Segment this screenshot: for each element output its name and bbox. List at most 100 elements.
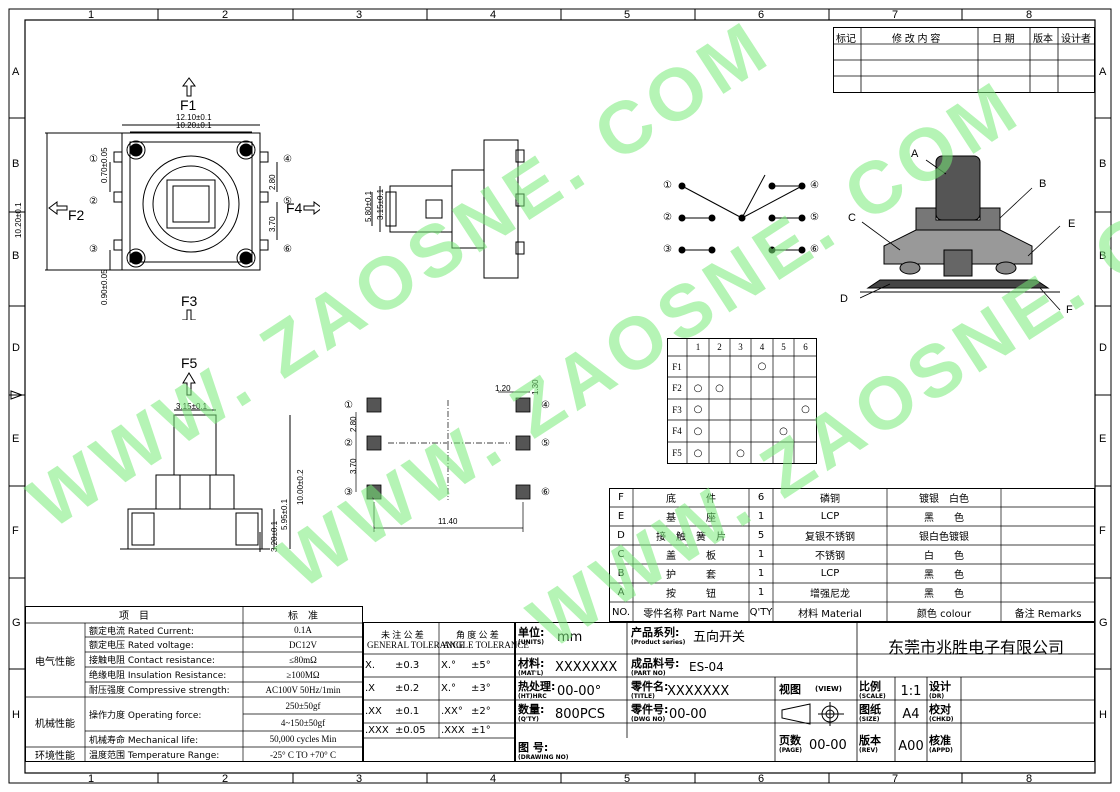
bom-cell-name: 接 触 簧 片 (656, 532, 726, 543)
bom-cell-name: 基 座 (666, 513, 716, 524)
matrix-contact-mark: ○ (693, 382, 703, 394)
title-label-en: (TITLE) (631, 693, 655, 700)
col-label: 2 (222, 773, 229, 785)
tolerance-table-grid (363, 622, 515, 762)
bom-cell-material: LCP (820, 511, 840, 522)
pin-label: ⑥ (283, 244, 292, 255)
bom-cell-material: LCP (820, 568, 840, 579)
pin-label: ③ (344, 487, 353, 498)
col-label: 8 (1026, 773, 1033, 785)
specs-item: 接触电阻 Contact resistance: (89, 656, 215, 666)
matrix-contact-mark: ○ (693, 447, 703, 459)
bom-header-no: NO. (611, 606, 631, 618)
dimension-label: 11.40 (438, 517, 458, 526)
tolerance-general-value: ±0.3 (395, 660, 420, 671)
specs-standard: 0.1A (294, 625, 312, 635)
bom-header-color: 颜色 colour (916, 608, 972, 620)
specs-standard: DC12V (288, 639, 317, 650)
row-label: G (1099, 617, 1108, 629)
pin-label: ② (344, 438, 353, 449)
revision-header: 版本 (1033, 34, 1053, 45)
size-value: A4 (902, 706, 920, 722)
title-label-en: (CHKD) (929, 716, 954, 723)
pcb-footprint-drawing (355, 391, 531, 532)
projection-symbol-icon (781, 702, 844, 726)
pin-label: ③ (89, 244, 98, 255)
pin-label: ⑤ (810, 212, 819, 223)
bom-cell-qty: 1 (757, 511, 765, 522)
dimension-label: 5.95±0.1 (280, 498, 289, 530)
specs-header-standard: 标 准 (288, 611, 318, 622)
drawing-number-value: 00-00 (669, 706, 707, 722)
title-label-en: (Product series) (631, 639, 686, 646)
row-label: D (1099, 342, 1107, 354)
dimension-label: 2.80 (268, 174, 277, 190)
tolerance-general-key: X. (365, 660, 376, 671)
dimension-label: 10.00±0.2 (296, 469, 305, 505)
col-label: 8 (1026, 9, 1033, 21)
page-value: 00-00 (809, 737, 847, 753)
title-label: 成品料号: (631, 657, 680, 670)
pin-label: ③ (663, 244, 672, 255)
title-label-en: (SCALE) (859, 693, 886, 700)
tolerance-angle-value: ±1° (471, 725, 491, 736)
matrix-col-header: 3 (738, 342, 743, 352)
bom-cell-no: C (617, 549, 625, 560)
scale-value: 1:1 (900, 683, 922, 699)
bom-cell-color: 黑 色 (924, 513, 964, 524)
bom-header-remark: 备注 Remarks (1014, 608, 1082, 620)
bom-cell-remark (1001, 488, 1095, 507)
matrix-row-label: F3 (672, 404, 682, 415)
tolerance-angle-key: .XXX (441, 725, 465, 736)
bom-cell-color: 黑 色 (924, 589, 964, 600)
tolerance-title: GENERAL TOLERANCE (367, 640, 465, 650)
bom-cell-qty: 6 (757, 492, 765, 503)
matrix-contact-mark: ○ (693, 404, 703, 415)
series-value: 五向开关 (693, 629, 746, 645)
col-label: 6 (758, 773, 765, 785)
bom-cell-name: 护 套 (666, 570, 716, 581)
part-callout: B (1039, 178, 1047, 190)
dimension-label: 1.30 (531, 379, 540, 395)
matrix-contact-mark: ○ (693, 425, 703, 437)
row-label: E (12, 433, 20, 445)
force-label-f2: F2 (68, 207, 85, 223)
view-label: 视图 (779, 683, 801, 696)
company-name: 东莞市兆胜电子有限公司 (887, 638, 1064, 657)
matrix-contact-mark: ○ (715, 382, 724, 394)
specs-standard: 250±50gf (285, 700, 321, 711)
pin-label: ① (89, 154, 98, 165)
col-label: 2 (222, 9, 229, 21)
dimension-label: 1.20 (495, 384, 511, 393)
title-label: 校对 (929, 703, 951, 716)
tolerance-general-value: ±0.2 (395, 683, 420, 694)
specs-group-label: 机械性能 (35, 718, 75, 730)
specs-item: 额定电流 Rated Current: (89, 626, 194, 637)
revision-header: 日 期 (992, 34, 1015, 45)
bom-cell-material: 增强尼龙 (810, 589, 850, 600)
matrix-contact-mark: ○ (757, 361, 767, 372)
revision-table-grid (833, 27, 1095, 93)
col-label: 1 (88, 9, 95, 21)
specs-item: 额定电压 Rated voltage: (89, 641, 194, 651)
dimension-label: 0.70±0.05 (100, 147, 109, 183)
row-label: E (1099, 433, 1107, 445)
specs-standard: ≤80mΩ (289, 654, 317, 665)
part-callout: D (840, 293, 848, 305)
bom-cell-no: F (618, 492, 624, 503)
dimension-label: 3.70 (349, 458, 358, 474)
dimension-label: 12.10±0.1 (176, 113, 212, 122)
force-label-f5: F5 (181, 355, 198, 371)
row-label: F (1099, 525, 1106, 537)
bom-cell-no: E (617, 511, 625, 522)
bom-cell-qty: 1 (757, 549, 765, 560)
row-label: A (12, 66, 20, 78)
dimension-label: 10.20±0.1 (14, 202, 23, 238)
row-label: H (1099, 709, 1107, 721)
matrix-contact-mark: ○ (779, 425, 788, 437)
title-label: 产品系列: (631, 626, 680, 639)
